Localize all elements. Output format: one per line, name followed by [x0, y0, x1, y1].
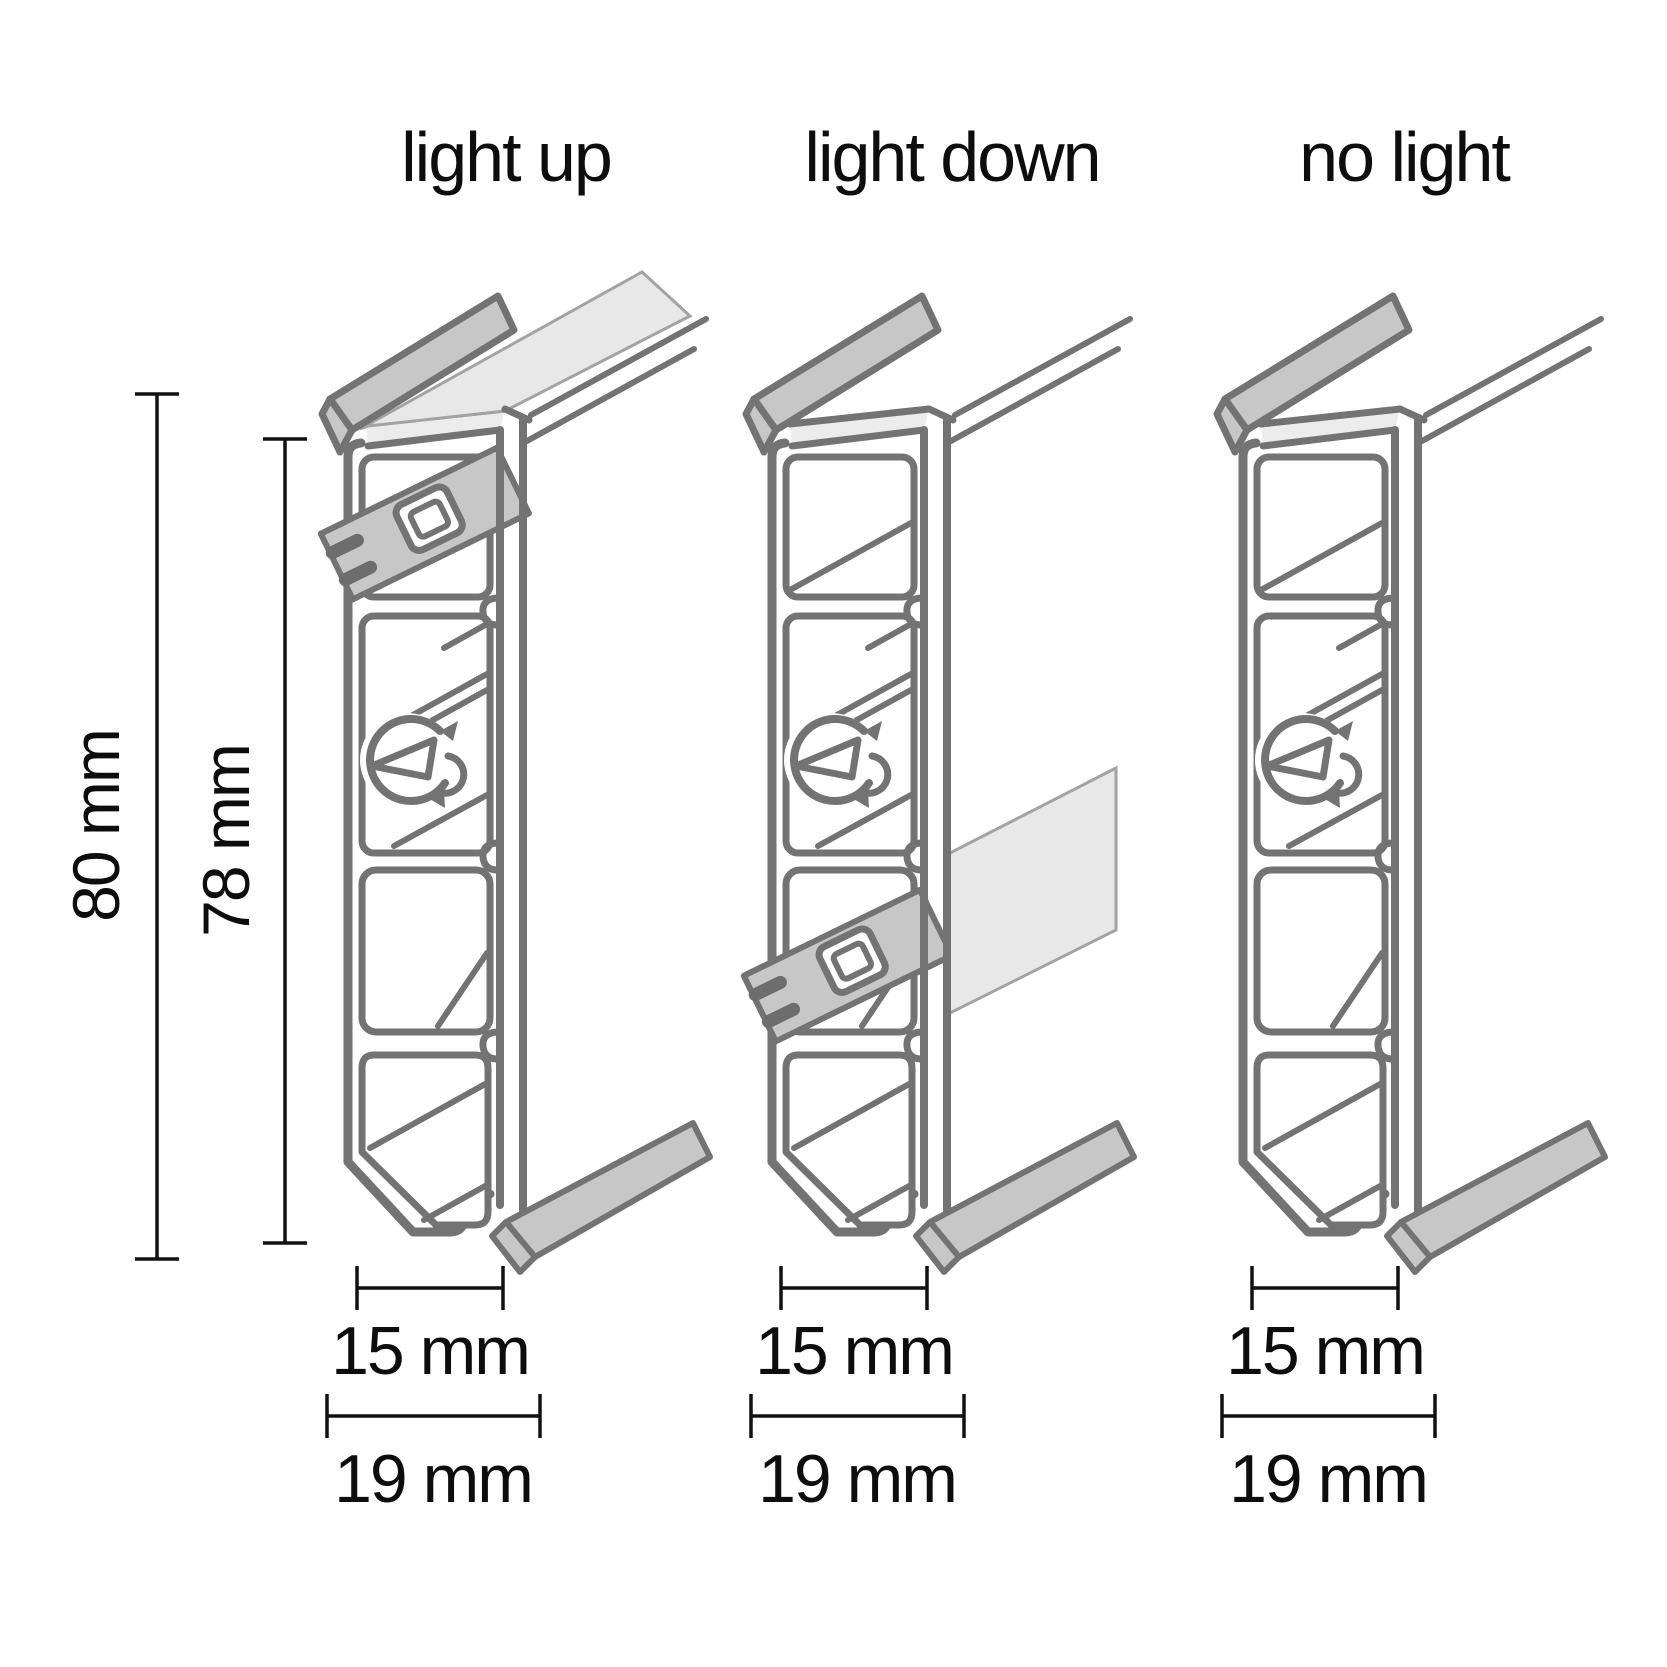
- profile-drawing-no-light: [1217, 296, 1605, 1272]
- depth-dimension-19mm-label: 19 mm: [1229, 1441, 1429, 1517]
- column-header-light-up: light up: [401, 118, 613, 196]
- glow-panel-up: [359, 270, 693, 431]
- column-header-light-down: light down: [804, 118, 1101, 196]
- profile-drawing-light-down: [744, 296, 1134, 1272]
- width-dimension-15mm-label: 15 mm: [1226, 1313, 1426, 1389]
- depth-dimension-19mm-line: [325, 1394, 542, 1438]
- depth-dimension-19mm-line: [749, 1394, 966, 1438]
- width-dimension-15mm-line: [355, 1266, 505, 1310]
- height-dimension-78mm-label: 78 mm: [189, 745, 263, 937]
- column-header-no-light: no light: [1299, 118, 1511, 196]
- width-dimension-15mm-label: 15 mm: [331, 1313, 531, 1389]
- width-dimension-15mm-line: [779, 1266, 929, 1310]
- height-dimension-80mm-label: 80 mm: [59, 730, 133, 922]
- height-dimension-80mm-line: [135, 392, 179, 1261]
- depth-dimension-19mm-label: 19 mm: [334, 1441, 534, 1517]
- glow-panel-down: [944, 765, 1118, 1018]
- profile-drawing-light-up: [321, 270, 710, 1272]
- width-dimension-15mm-line: [1250, 1266, 1400, 1310]
- depth-dimension-19mm-label: 19 mm: [758, 1441, 958, 1517]
- depth-dimension-19mm-line: [1220, 1394, 1437, 1438]
- width-dimension-15mm-label: 15 mm: [755, 1313, 955, 1389]
- height-dimension-78mm-line: [263, 437, 307, 1245]
